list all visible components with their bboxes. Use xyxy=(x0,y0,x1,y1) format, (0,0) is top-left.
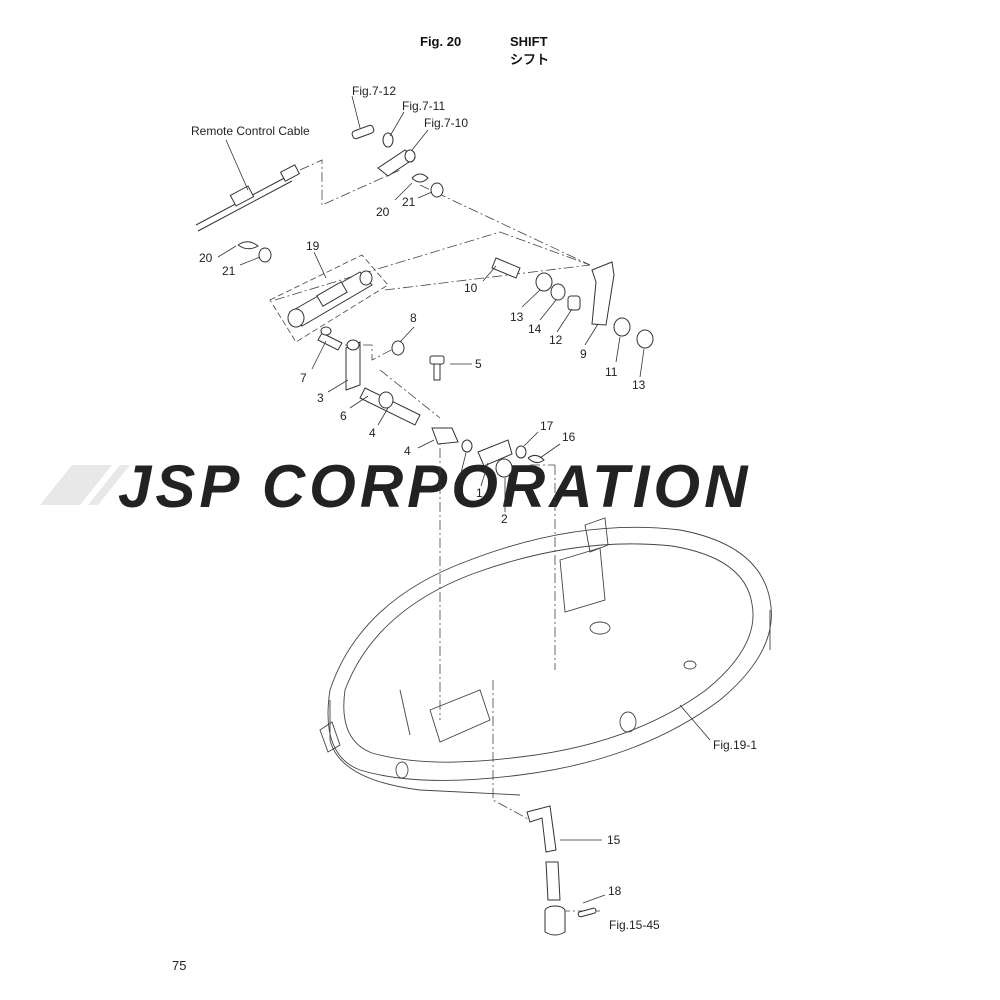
callout-2: 2 xyxy=(501,512,508,526)
callout-13-upper: 13 xyxy=(510,310,524,324)
shift-rod-assembly-19 xyxy=(287,270,373,328)
callout-6-upper: 6 xyxy=(340,409,347,423)
bolt-5 xyxy=(429,355,445,381)
upper-link-parts xyxy=(351,124,444,198)
label-remote-control-cable: Remote Control Cable xyxy=(191,124,310,138)
callout-19: 19 xyxy=(306,239,320,253)
callout-6-lower: 6 xyxy=(454,478,461,492)
part-number-callouts: 20 21 20 21 19 8 7 3 6 4 5 4 6 1 2 17 16… xyxy=(199,195,646,898)
shift-lever-bracket-3 xyxy=(345,339,361,391)
figure-subtitle-japanese: シフト xyxy=(510,52,550,67)
callout-13-lower: 13 xyxy=(632,378,646,392)
callout-9: 9 xyxy=(580,347,587,361)
figure-title: SHIFT xyxy=(510,34,548,49)
shift-rod-end xyxy=(544,905,597,936)
figure-reference-labels: Remote Control Cable Fig.7-12 Fig.7-11 F… xyxy=(191,84,757,932)
nut-8 xyxy=(391,340,405,356)
callout-8: 8 xyxy=(410,311,417,325)
label-fig-19-1: Fig.19-1 xyxy=(713,738,757,752)
callout-7: 7 xyxy=(300,371,307,385)
callout-20-left: 20 xyxy=(199,251,213,265)
callout-11: 11 xyxy=(605,365,618,379)
lower-joint-parts xyxy=(431,427,545,478)
callout-leaders xyxy=(217,95,711,904)
callout-4-lower: 4 xyxy=(404,444,411,458)
shift-link-4-upper xyxy=(359,387,421,426)
hose-15 xyxy=(526,805,561,901)
clip-and-washer-left xyxy=(237,241,272,263)
bolt-7 xyxy=(317,326,343,351)
callout-12: 12 xyxy=(549,333,563,347)
label-fig-15-45: Fig.15-45 xyxy=(609,918,660,932)
part-19-group-box xyxy=(269,254,389,343)
bottom-cowling xyxy=(319,517,772,796)
figure-number: Fig. 20 xyxy=(420,34,462,49)
callout-3: 3 xyxy=(317,391,324,405)
callout-20-upper: 20 xyxy=(376,205,390,219)
callout-4-upper: 4 xyxy=(369,426,376,440)
watermark-text: JSP CORPORATION xyxy=(118,453,751,520)
remote-control-cable xyxy=(195,139,301,232)
watermark: JSP CORPORATION xyxy=(40,453,751,520)
right-lever-parts xyxy=(491,257,654,349)
callout-17: 17 xyxy=(540,419,554,433)
callout-1: 1 xyxy=(476,486,483,500)
callout-14: 14 xyxy=(528,322,542,336)
callout-21-left: 21 xyxy=(222,264,236,278)
callout-5: 5 xyxy=(475,357,482,371)
watermark-logo-icon xyxy=(40,465,130,505)
callout-18: 18 xyxy=(608,884,622,898)
callout-10: 10 xyxy=(464,281,478,295)
callout-16: 16 xyxy=(562,430,576,444)
label-fig-7-11: Fig.7-11 xyxy=(402,99,445,113)
leader-lines xyxy=(274,159,600,912)
callout-21-upper: 21 xyxy=(402,195,416,209)
label-fig-7-10: Fig.7-10 xyxy=(424,116,468,130)
callout-15: 15 xyxy=(607,833,621,847)
page-number: 75 xyxy=(172,958,187,973)
label-fig-7-12: Fig.7-12 xyxy=(352,84,396,98)
